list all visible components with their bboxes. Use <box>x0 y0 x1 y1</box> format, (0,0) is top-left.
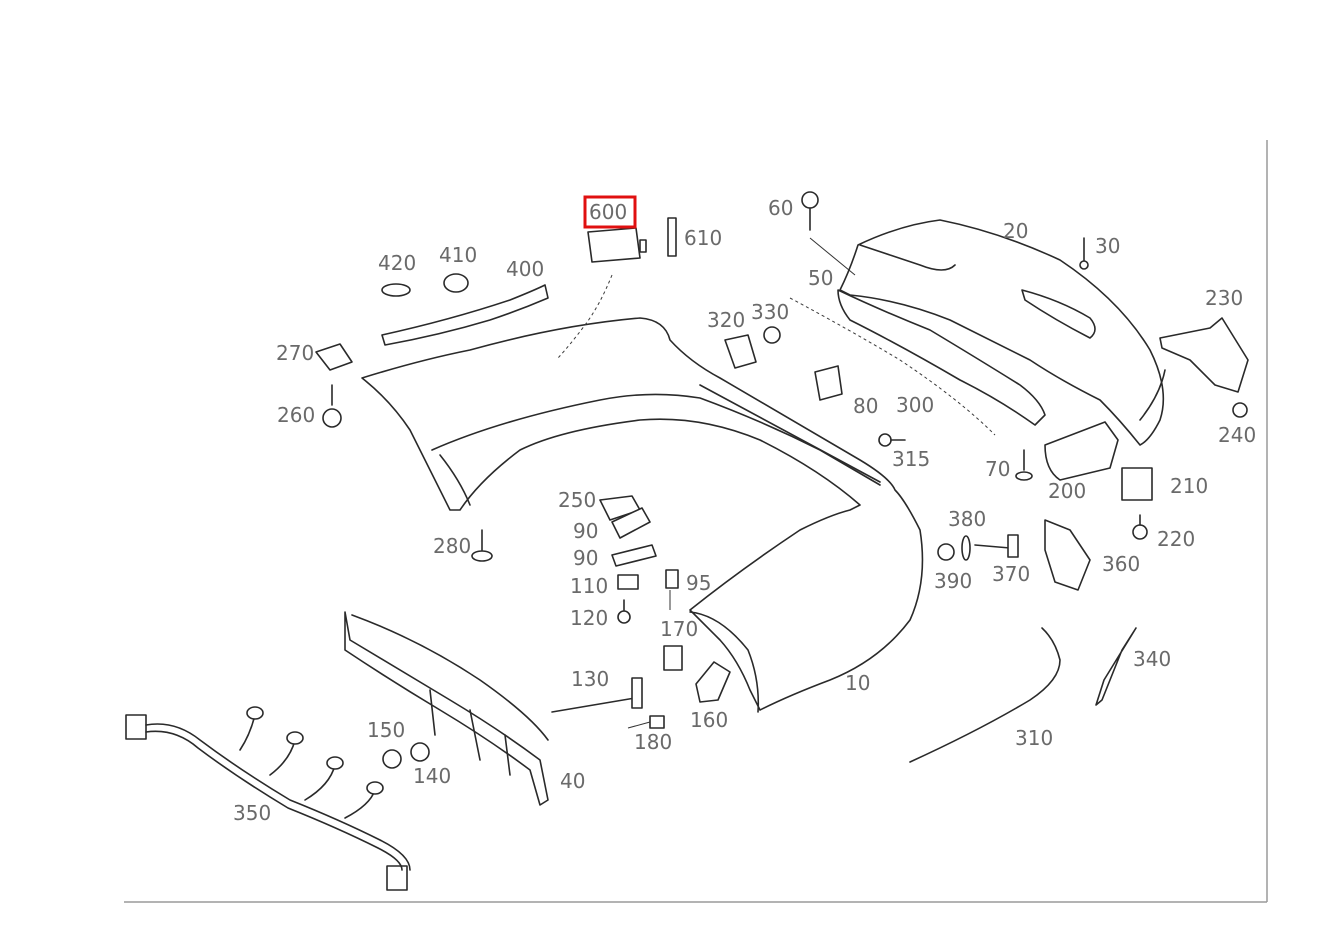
label-420: 420 <box>378 251 416 275</box>
label-360: 360 <box>1102 552 1140 576</box>
nut-part-420[interactable] <box>381 283 411 297</box>
label-350: 350 <box>233 801 271 825</box>
impact-absorber-part[interactable] <box>344 611 549 806</box>
cable-part-300 <box>789 297 996 436</box>
label-230: 230 <box>1205 286 1243 310</box>
nut-part-390[interactable] <box>937 543 955 561</box>
label-95: 95 <box>686 571 711 595</box>
label-130: 130 <box>571 667 609 691</box>
label-90b: 90 <box>573 546 598 570</box>
label-320: 320 <box>707 308 745 332</box>
label-250: 250 <box>558 488 596 512</box>
wiring-harness-part[interactable] <box>125 706 411 891</box>
label-280: 280 <box>433 534 471 558</box>
bumper-cover-part[interactable] <box>361 317 924 713</box>
sensor-part-320[interactable] <box>724 334 757 369</box>
label-270: 270 <box>276 341 314 365</box>
nut-part-410[interactable] <box>443 273 469 293</box>
label-170: 170 <box>660 617 698 641</box>
label-200: 200 <box>1048 479 1086 503</box>
screw-part-260[interactable] <box>322 384 342 428</box>
rod-part-130[interactable] <box>551 677 643 713</box>
clip-part-110[interactable] <box>617 574 639 590</box>
bracket-part-360[interactable] <box>1044 519 1091 591</box>
label-310: 310 <box>1015 726 1053 750</box>
screw-part-30[interactable] <box>1079 237 1089 270</box>
trim-strip-part[interactable] <box>837 289 1046 426</box>
bracket-part-90b[interactable] <box>611 544 657 567</box>
label-330: 330 <box>751 300 789 324</box>
screw-part-70[interactable] <box>1015 449 1033 481</box>
screw-part-220[interactable] <box>1132 514 1148 540</box>
label-400: 400 <box>506 257 544 281</box>
cap-part-240[interactable] <box>1232 402 1248 418</box>
clip-part-270[interactable] <box>315 343 353 371</box>
leader-line-180 <box>627 721 651 729</box>
label-610: 610 <box>684 226 722 250</box>
diffuser-panel-part[interactable] <box>839 219 1166 446</box>
control-unit-part-600[interactable] <box>557 227 647 359</box>
bracket-part-230[interactable] <box>1159 317 1249 393</box>
label-160: 160 <box>690 708 728 732</box>
clip-part-170[interactable] <box>663 645 683 671</box>
washer-part-380[interactable] <box>961 535 971 561</box>
label-120: 120 <box>570 606 608 630</box>
label-140: 140 <box>413 764 451 788</box>
disc-part-140[interactable] <box>410 742 430 762</box>
label-380: 380 <box>948 507 986 531</box>
label-180: 180 <box>634 730 672 754</box>
trim-part-310[interactable] <box>909 627 1061 763</box>
label-260: 260 <box>277 403 315 427</box>
label-60: 60 <box>768 196 793 220</box>
label-80: 80 <box>853 394 878 418</box>
spacer-part-150[interactable] <box>382 749 402 769</box>
label-40: 40 <box>560 769 585 793</box>
rivet-part-60[interactable] <box>801 191 819 231</box>
screw-part-280[interactable] <box>471 529 493 562</box>
bracket-part-400[interactable] <box>381 284 549 346</box>
pin-part-370[interactable] <box>974 534 1019 558</box>
label-340: 340 <box>1133 647 1171 671</box>
exhaust-trim-part-200[interactable] <box>1044 421 1119 481</box>
label-70: 70 <box>985 457 1010 481</box>
plug-part-180[interactable] <box>649 715 665 729</box>
label-300: 300 <box>896 393 934 417</box>
label-410: 410 <box>439 243 477 267</box>
label-150: 150 <box>367 718 405 742</box>
ring-part-330[interactable] <box>763 326 781 344</box>
label-370: 370 <box>992 562 1030 586</box>
label-315: 315 <box>892 447 930 471</box>
highlight-box-600 <box>583 195 637 229</box>
grille-part-160[interactable] <box>695 661 731 703</box>
label-390: 390 <box>934 569 972 593</box>
screw-part-120[interactable] <box>617 599 631 624</box>
bracket-part-90a[interactable] <box>611 507 651 539</box>
label-600[interactable]: 600 <box>589 200 627 224</box>
label-220: 220 <box>1157 527 1195 551</box>
holder-part-80[interactable] <box>814 365 843 401</box>
plug-part-95[interactable] <box>665 569 679 589</box>
label-210: 210 <box>1170 474 1208 498</box>
screw-part-315[interactable] <box>878 433 906 447</box>
bracket-part-210[interactable] <box>1121 467 1153 501</box>
label-20: 20 <box>1003 219 1028 243</box>
label-50: 50 <box>808 266 833 290</box>
label-10: 10 <box>845 671 870 695</box>
label-90a: 90 <box>573 519 598 543</box>
label-240: 240 <box>1218 423 1256 447</box>
bracket-part-340[interactable] <box>1095 627 1137 706</box>
clip-part-610[interactable] <box>667 217 677 257</box>
label-30: 30 <box>1095 234 1120 258</box>
leader-line-60 <box>809 237 856 276</box>
label-110: 110 <box>570 574 608 598</box>
